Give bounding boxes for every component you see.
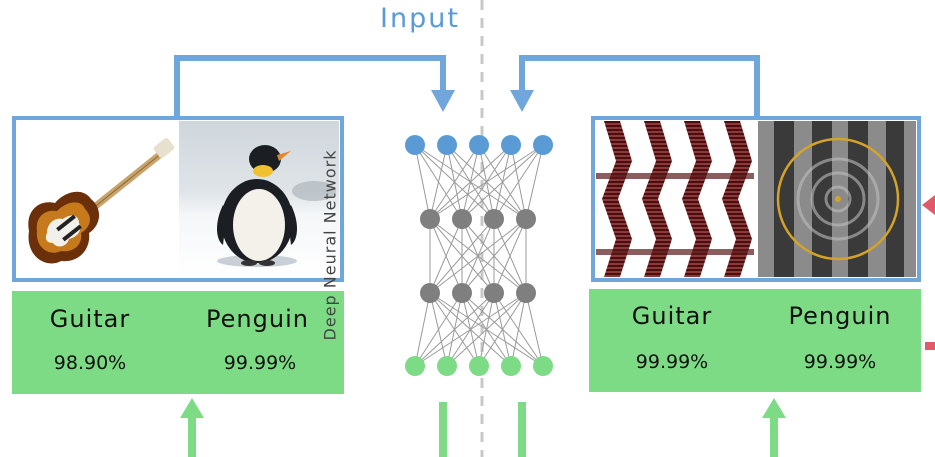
right-up-arrow-head (762, 398, 786, 418)
network-edge (493, 218, 527, 294)
right-class-2-label: Penguin (788, 302, 892, 330)
left-image-frame (12, 116, 344, 282)
right-class-1-label: Guitar (631, 302, 713, 330)
input-node (501, 135, 521, 155)
right-class-2-confidence: 99.99% (803, 351, 877, 373)
network-edge (414, 144, 431, 220)
input-label: Input (380, 3, 460, 34)
left-up-arrow-head (180, 398, 204, 418)
network-edge (414, 292, 527, 367)
network-edge (414, 292, 463, 367)
network-label-text: Deep Neural Network (320, 149, 340, 341)
network-edge (429, 144, 448, 220)
network-edge (493, 144, 544, 220)
right-class-1-confidence: 99.99% (635, 351, 709, 373)
network-edge (414, 292, 431, 367)
right-input-arrowhead (510, 90, 534, 112)
network-edge (429, 218, 495, 294)
wave-pattern-icon (596, 121, 754, 277)
hidden-node-layer-1 (516, 209, 536, 229)
input-node (533, 135, 553, 155)
hidden-node-layer-1 (452, 209, 472, 229)
output-node (405, 356, 425, 376)
input-node (405, 135, 425, 155)
network-edge (461, 218, 527, 294)
red-bar-icon (925, 342, 935, 350)
right-up-arrow-shaft (770, 415, 778, 457)
network-edge (429, 144, 544, 220)
output-bar-right (518, 402, 526, 457)
network-edge (414, 292, 495, 367)
output-node (437, 356, 457, 376)
output-node (469, 356, 489, 376)
hidden-node-layer-1 (484, 209, 504, 229)
left-input-arrowhead (431, 90, 455, 112)
network-edge (525, 144, 544, 220)
network-edge (429, 218, 527, 294)
hidden-node-layer-2 (516, 283, 536, 303)
guitar-image (17, 121, 175, 277)
network-edge (429, 144, 480, 220)
right-prediction-box (589, 289, 921, 392)
left-class-1-label: Guitar (49, 305, 131, 333)
fooling-pattern-image-1 (596, 121, 754, 277)
output-bar-left (439, 402, 447, 457)
left-input-connector (174, 55, 446, 118)
hidden-node-layer-2 (452, 283, 472, 303)
penguin-image (179, 121, 339, 277)
network-edge (525, 292, 544, 367)
right-image-frame (591, 116, 921, 282)
hidden-node-layer-2 (420, 283, 440, 303)
network-edge (478, 292, 527, 367)
network-edges (414, 144, 544, 367)
red-arrow-icon (922, 195, 935, 215)
output-node (501, 356, 521, 376)
left-class-1-confidence: 98.90% (53, 352, 127, 374)
network-nodes (405, 135, 553, 376)
network-edge (510, 292, 527, 367)
ripple-pattern-icon (758, 121, 916, 277)
penguin-icon (217, 145, 336, 267)
left-up-arrow-shaft (188, 415, 196, 457)
hidden-node-layer-2 (484, 283, 504, 303)
network-edge (446, 292, 527, 367)
left-class-2-label: Penguin (206, 305, 309, 333)
right-input-connector (519, 55, 760, 118)
network-edge (429, 144, 512, 220)
output-node (533, 356, 553, 376)
network-edge (461, 144, 544, 220)
fooling-pattern-image-2 (758, 121, 916, 277)
hidden-node-layer-1 (420, 209, 440, 229)
input-node (437, 135, 457, 155)
guitar-icon (28, 138, 175, 264)
input-node (469, 135, 489, 155)
left-class-2-confidence: 99.99% (223, 352, 297, 374)
network-edge (429, 218, 463, 294)
left-prediction-box (12, 291, 344, 394)
